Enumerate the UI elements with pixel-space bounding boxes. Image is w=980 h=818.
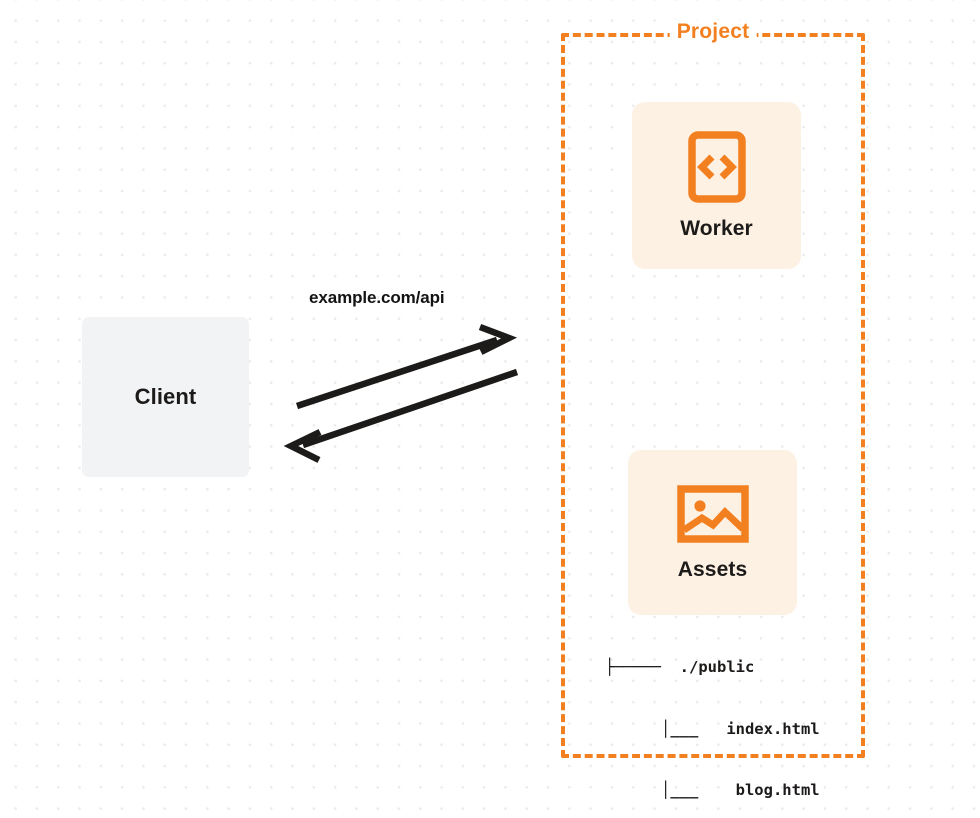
image-icon <box>676 484 749 543</box>
file-tree-row: │___ index.html <box>605 719 820 738</box>
request-url-label: example.com/api <box>309 288 445 307</box>
client-node-label: Client <box>134 384 197 409</box>
project-title: Project <box>669 20 757 44</box>
asset-file-tree: ├───── ./public │___ index.html │___ blo… <box>605 616 820 818</box>
file-tree-row: ├───── ./public <box>605 658 755 676</box>
worker-card[interactable]: Worker <box>632 102 801 269</box>
project-container: Project Worker Assets ├───── ./public │_… <box>561 20 865 799</box>
code-brackets-icon <box>687 130 746 203</box>
worker-card-label: Worker <box>680 216 753 240</box>
assets-card[interactable]: Assets <box>628 450 797 615</box>
outbound-arrow <box>295 323 518 410</box>
file-tree-row: │___ blog.html <box>605 781 820 799</box>
inbound-arrow <box>283 368 519 463</box>
client-node[interactable]: Client <box>82 317 249 477</box>
assets-card-label: Assets <box>677 557 748 581</box>
